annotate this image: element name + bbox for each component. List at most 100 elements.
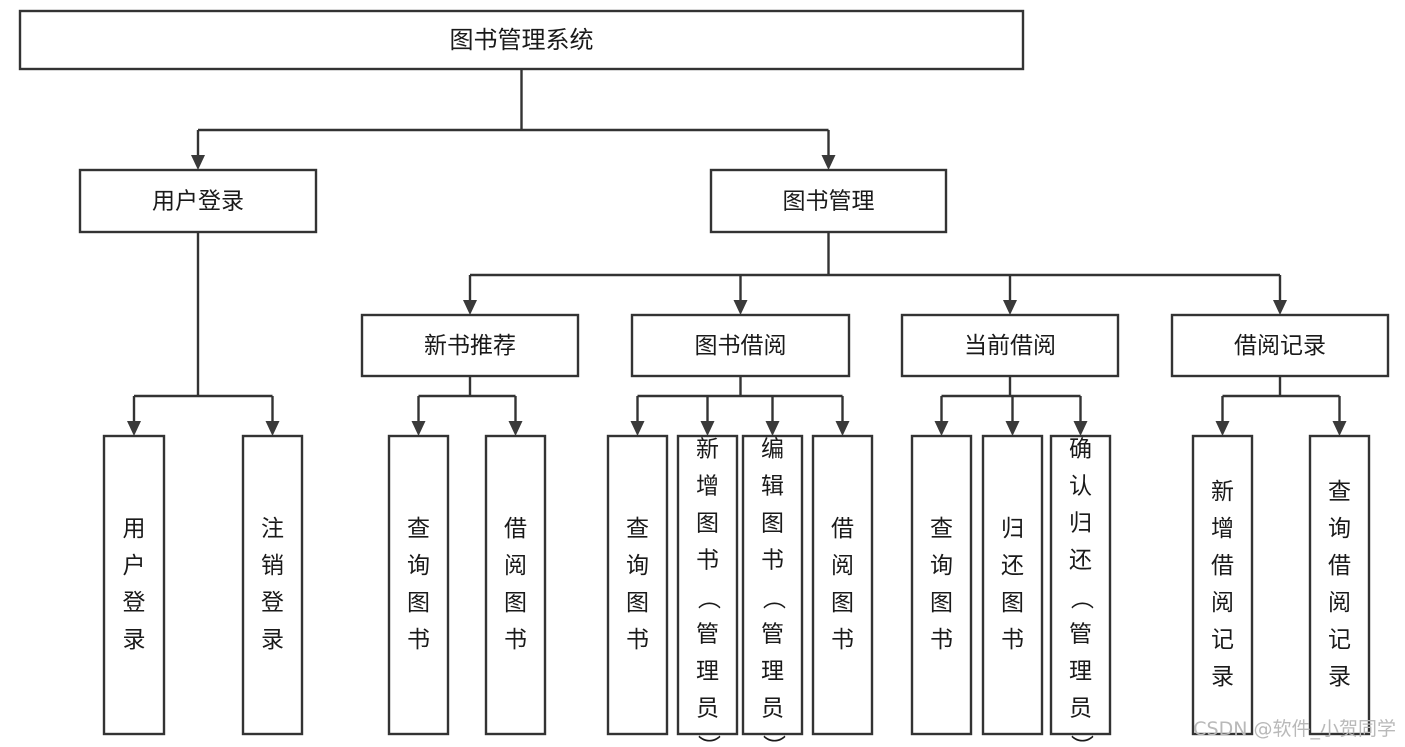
node-label-char: 认	[1069, 474, 1092, 500]
node-label: 借阅记录	[1234, 333, 1326, 359]
node-label: 新书推荐	[424, 333, 516, 359]
node-label: 图书借阅	[695, 333, 787, 359]
node-label-char: 查	[407, 516, 430, 542]
node-box	[484, 434, 547, 736]
node-level3-当前借阅[interactable]: 当前借阅	[900, 313, 1120, 378]
node-label-char: 询	[407, 553, 430, 579]
node-label-char: 辑	[761, 474, 784, 500]
arrow-head-icon	[1332, 421, 1347, 436]
node-label-char: 阅	[1211, 590, 1234, 616]
node-label-char: 询	[930, 553, 953, 579]
node-box	[676, 434, 739, 736]
node-level3-借阅记录[interactable]: 借阅记录	[1170, 313, 1390, 378]
node-box	[630, 313, 851, 378]
node-label-char: 增	[1211, 516, 1234, 542]
node-label-char: 图	[407, 590, 430, 616]
node-label-char: 户	[123, 553, 146, 579]
node-label-char: 询	[626, 553, 649, 579]
node-box	[78, 168, 318, 234]
node-label-char: ）	[695, 735, 721, 747]
node-label-char: 图	[696, 511, 719, 537]
node-label-char: 图	[761, 511, 784, 537]
node-box	[1191, 434, 1254, 736]
node-label-char: 借	[831, 516, 854, 542]
connector-group-user-login	[127, 232, 280, 436]
node-level3-图书借阅[interactable]: 图书借阅	[630, 313, 851, 378]
node-box	[981, 434, 1044, 736]
arrow-head-icon	[508, 421, 523, 436]
node-box	[910, 434, 973, 736]
node-label-char: 录	[1328, 664, 1351, 690]
arrow-head-icon	[191, 155, 205, 170]
node-label-char: 还	[1069, 548, 1092, 574]
node-label-char: 书	[504, 627, 527, 653]
arrow-head-icon	[733, 300, 748, 315]
node-label-char: 员	[761, 696, 784, 722]
watermark-label: CSDN @软件_小贺同学	[1193, 718, 1396, 740]
node-label-char: 理	[761, 659, 784, 685]
connector-group-root	[191, 69, 836, 170]
node-label-char: ）	[1068, 735, 1094, 747]
node-box	[709, 168, 948, 234]
node-box	[811, 434, 874, 736]
node-label-char: 理	[1069, 659, 1092, 685]
node-box	[900, 313, 1120, 378]
node-label-char: 管	[1069, 622, 1092, 648]
node-label-char: 登	[261, 590, 284, 616]
arrow-head-icon	[700, 421, 715, 436]
node-label-char: 管	[761, 622, 784, 648]
node-label-char: 图	[831, 590, 854, 616]
connector-group-新书推荐	[411, 376, 523, 436]
node-label-char: 理	[696, 659, 719, 685]
connector-group-book-management	[463, 232, 1287, 315]
node-box	[606, 434, 669, 736]
node-label-char: 查	[930, 516, 953, 542]
node-label-char: ）	[760, 735, 786, 747]
node-label: 当前借阅	[964, 333, 1056, 359]
node-label-char: 录	[1211, 664, 1234, 690]
node-box	[1170, 313, 1390, 378]
node-box	[102, 434, 166, 736]
node-root-图书管理系统[interactable]: 图书管理系统	[18, 9, 1025, 71]
node-label-char: 借	[1328, 553, 1351, 579]
node-label-char: 录	[261, 627, 284, 653]
node-label-char: 增	[696, 474, 719, 500]
arrow-head-icon	[1215, 421, 1230, 436]
arrow-head-icon	[265, 421, 280, 436]
node-label-char: 记	[1211, 627, 1234, 653]
node-box	[18, 9, 1025, 71]
node-level3-新书推荐[interactable]: 新书推荐	[360, 313, 580, 378]
node-label: 图书管理系统	[450, 26, 594, 54]
node-label-char: （	[1068, 587, 1094, 610]
node-leaf-用户登录[interactable]: 用户登录	[102, 434, 166, 736]
node-label-char: 新	[696, 437, 719, 463]
node-label-char: 图	[626, 590, 649, 616]
node-box	[360, 313, 580, 378]
node-label-char: 书	[761, 548, 784, 574]
node-label-char: 查	[1328, 479, 1351, 505]
node-level2-用户登录[interactable]: 用户登录	[78, 168, 318, 234]
node-label-char: 管	[696, 622, 719, 648]
node-box	[387, 434, 450, 736]
arrow-head-icon	[765, 421, 780, 436]
node-label-char: 登	[123, 590, 146, 616]
node-label-char: 新	[1211, 479, 1234, 505]
arrow-head-icon	[127, 421, 141, 436]
node-level2-图书管理[interactable]: 图书管理	[709, 168, 948, 234]
arrow-head-icon	[835, 421, 850, 436]
node-box	[241, 434, 304, 736]
node-label-char: 书	[930, 627, 953, 653]
